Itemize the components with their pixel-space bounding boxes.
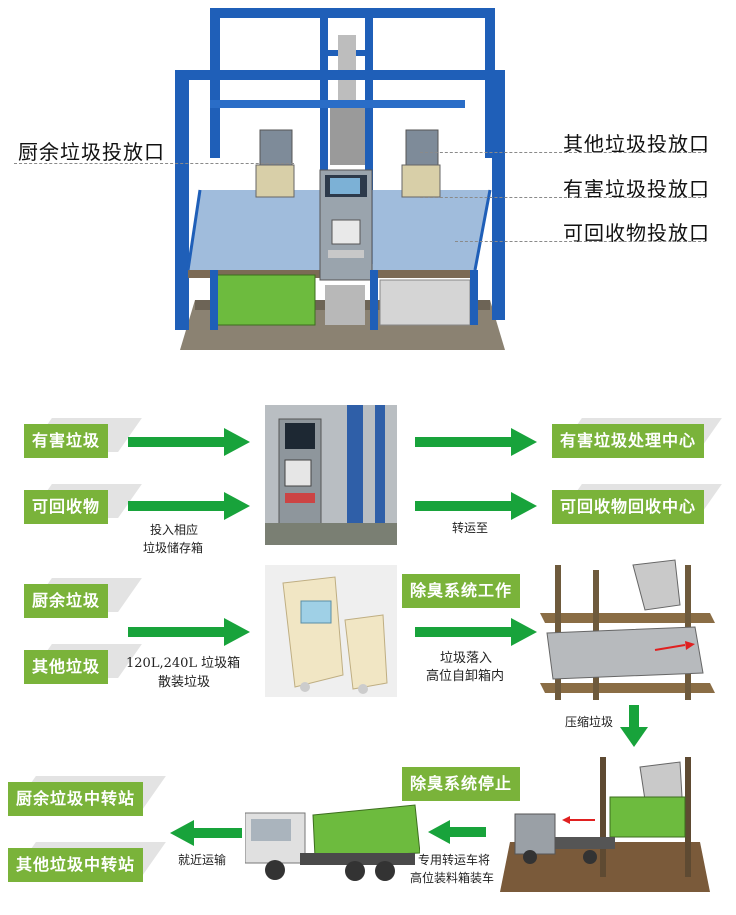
caption-transfer: 转运至	[452, 521, 489, 535]
badge-input-hazard: 有害垃圾	[24, 424, 109, 458]
caption-bins-2: 散装垃圾	[158, 675, 211, 690]
caption-truck-2: 高位装料箱装车	[410, 871, 495, 885]
leader-hazard-inlet	[420, 197, 706, 198]
badge-input-recycle: 可回收物	[24, 490, 109, 524]
caption-compress: 压缩垃圾	[565, 715, 614, 729]
arrow-right-icon	[128, 492, 250, 520]
leader-recycle-inlet	[455, 241, 706, 242]
arrow-right-icon	[415, 618, 537, 646]
caption-drop-2: 高位自卸箱内	[426, 669, 505, 684]
arrow-right-icon	[415, 492, 537, 520]
badge-deodor-start: 除臭系统工作	[402, 574, 521, 608]
station-illustration	[170, 0, 510, 360]
selfdump-box-illustration	[535, 555, 720, 703]
caption-storage-2: 垃圾储存箱	[143, 541, 204, 555]
arrow-right-icon	[128, 428, 250, 456]
badge-kitchen-station: 厨余垃圾中转站	[8, 782, 144, 816]
transfer-truck-illustration	[245, 795, 420, 890]
arrow-left-icon	[170, 820, 242, 846]
arrow-left-icon	[428, 820, 486, 844]
arrow-right-icon	[415, 428, 537, 456]
arrow-down-icon	[620, 705, 648, 747]
leader-other-inlet	[420, 152, 706, 153]
caption-nearby: 就近运输	[178, 853, 227, 867]
badge-input-other: 其他垃圾	[24, 650, 109, 684]
caption-drop-1: 垃圾落入	[440, 651, 493, 666]
caption-bins-1: 120L,240L 垃圾箱	[126, 656, 241, 671]
leader-kitchen-inlet	[14, 163, 294, 164]
badge-output-recycle-center: 可回收物回收中心	[552, 490, 705, 524]
badge-input-kitchen: 厨余垃圾	[24, 584, 109, 618]
caption-storage-1: 投入相应	[150, 523, 199, 537]
arrow-right-icon	[128, 618, 250, 646]
badge-output-hazard-center: 有害垃圾处理中心	[552, 424, 705, 458]
bins-illustration	[265, 565, 397, 697]
label-kitchen-inlet: 厨余垃圾投放口	[18, 140, 165, 164]
badge-deodor-stop: 除臭系统停止	[402, 767, 521, 801]
truck-loading-illustration	[500, 752, 720, 902]
badge-other-station: 其他垃圾中转站	[8, 848, 144, 882]
caption-truck-1: 专用转运车将	[418, 853, 491, 867]
kiosk-photo	[265, 405, 397, 545]
